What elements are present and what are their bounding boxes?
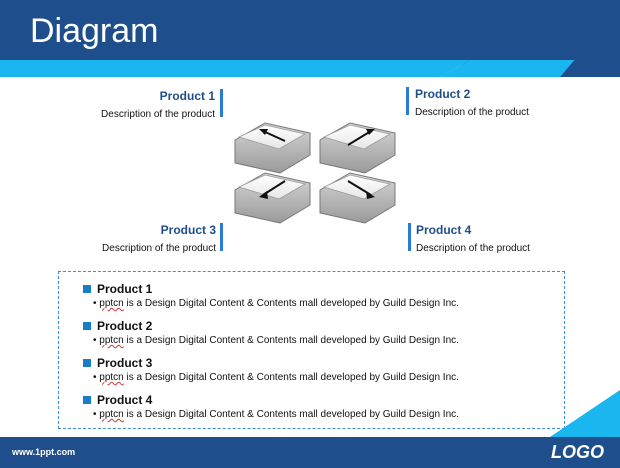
list-item-title: Product 4 xyxy=(97,393,153,407)
key-top-right xyxy=(319,122,396,174)
pptcn-text: pptcn xyxy=(99,335,124,346)
list-item: Product 3 • pptcn is a Design Digital Co… xyxy=(83,356,459,383)
product-4-desc: Description of the product xyxy=(416,243,530,254)
key-bottom-left xyxy=(234,172,311,224)
footer-corner-shape xyxy=(550,390,620,437)
square-bullet-icon xyxy=(83,285,91,293)
header-shapes xyxy=(0,0,620,77)
product-list-box: Product 1 • pptcn is a Design Digital Co… xyxy=(58,271,565,429)
footer-url: www.1ppt.com xyxy=(12,447,76,457)
list-item-line-rest: is a Design Digital Content & Contents m… xyxy=(123,335,459,346)
square-bullet-icon xyxy=(83,322,91,330)
list-item-title: Product 2 xyxy=(97,319,153,333)
list-item-line-rest: is a Design Digital Content & Contents m… xyxy=(123,409,459,420)
list-item-line-rest: is a Design Digital Content & Contents m… xyxy=(123,298,459,309)
key-top-left xyxy=(234,122,311,174)
list-item-line-rest: is a Design Digital Content & Contents m… xyxy=(123,372,459,383)
product-4-bar xyxy=(408,223,411,251)
list-item: Product 1 • pptcn is a Design Digital Co… xyxy=(83,282,459,309)
product-2-bar xyxy=(406,87,409,115)
product-1-desc: Description of the product xyxy=(101,109,215,120)
product-2-desc: Description of the product xyxy=(415,107,529,118)
product-3-label: Product 3 Description of the product xyxy=(94,223,216,254)
product-4-name: Product 4 xyxy=(416,223,472,237)
product-2-name: Product 2 xyxy=(415,87,471,101)
product-1-name: Product 1 xyxy=(159,89,215,103)
square-bullet-icon xyxy=(83,396,91,404)
logo: LOGO xyxy=(551,442,604,462)
arrow-down-right-icon xyxy=(347,180,375,199)
product-3-bar xyxy=(220,223,223,251)
pptcn-text: pptcn xyxy=(99,409,124,420)
product-1-label: Product 1 Description of the product xyxy=(95,89,215,120)
list-item-title: Product 3 xyxy=(97,356,153,370)
list-item-title: Product 1 xyxy=(97,282,153,296)
arrow-up-right-icon xyxy=(347,129,375,146)
page-title: Diagram xyxy=(30,12,159,50)
square-bullet-icon xyxy=(83,359,91,367)
list-item-line: • pptcn is a Design Digital Content & Co… xyxy=(93,335,459,346)
product-1-bar xyxy=(220,89,223,117)
pptcn-text: pptcn xyxy=(99,372,124,383)
arrow-down-left-icon xyxy=(259,180,286,199)
list-item-line: • pptcn is a Design Digital Content & Co… xyxy=(93,409,459,420)
product-4-label: Product 4 Description of the product xyxy=(416,223,576,254)
list-item: Product 4 • pptcn is a Design Digital Co… xyxy=(83,393,459,420)
product-3-desc: Description of the product xyxy=(102,243,216,254)
list-item-line: • pptcn is a Design Digital Content & Co… xyxy=(93,372,459,383)
arrow-keys-graphic xyxy=(225,115,405,240)
pptcn-text: pptcn xyxy=(99,298,124,309)
list-item-line: • pptcn is a Design Digital Content & Co… xyxy=(93,298,459,309)
product-2-label: Product 2 Description of the product xyxy=(415,87,575,118)
list-item: Product 2 • pptcn is a Design Digital Co… xyxy=(83,319,459,346)
footer-bar: www.1ppt.com LOGO xyxy=(0,437,620,468)
header-banner: Diagram xyxy=(0,0,620,80)
key-bottom-right xyxy=(319,172,396,224)
arrow-up-left-icon xyxy=(259,129,286,142)
product-3-name: Product 3 xyxy=(160,223,216,237)
